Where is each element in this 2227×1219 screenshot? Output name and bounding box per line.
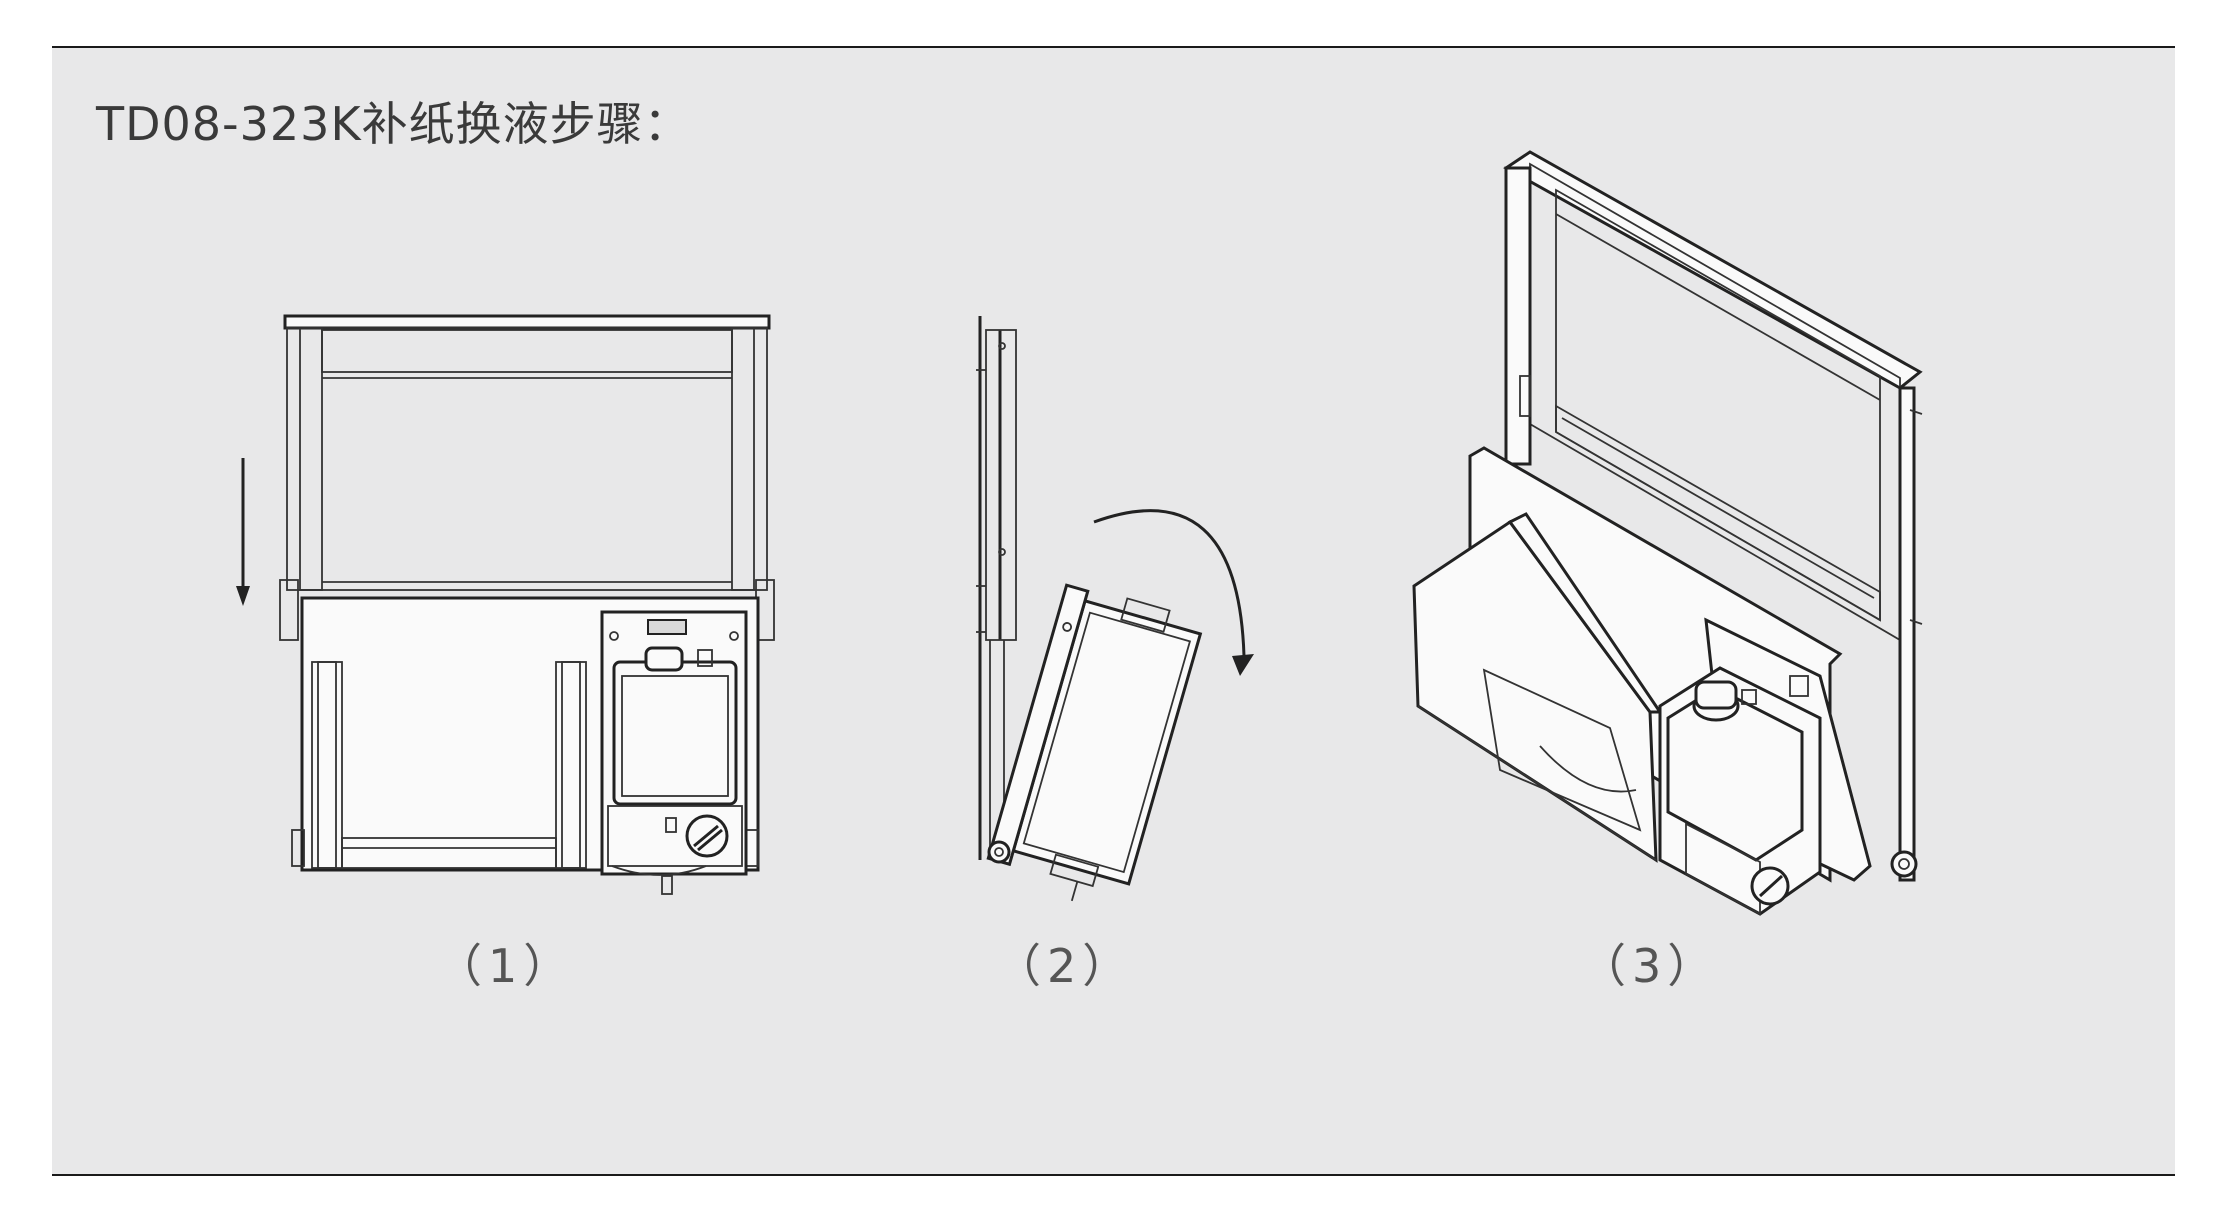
figure-1-front-view (236, 314, 775, 895)
frame-top-rail (283, 314, 771, 330)
liquid-bottle (612, 660, 738, 806)
rotate-clockwise-arrow-icon (1093, 509, 1254, 676)
caption-step-3: （3） (1580, 939, 1720, 993)
figure-2-side-view (976, 316, 1254, 902)
caption-step-2: （2） (995, 939, 1135, 993)
paper-towel-holder (1412, 519, 1658, 863)
caption-step-1: （1） (436, 939, 576, 993)
page-title: TD08-323K补纸换液步骤： (96, 97, 691, 151)
figure-3-isometric-view (1412, 150, 1923, 916)
arrow-down-icon (236, 458, 250, 606)
